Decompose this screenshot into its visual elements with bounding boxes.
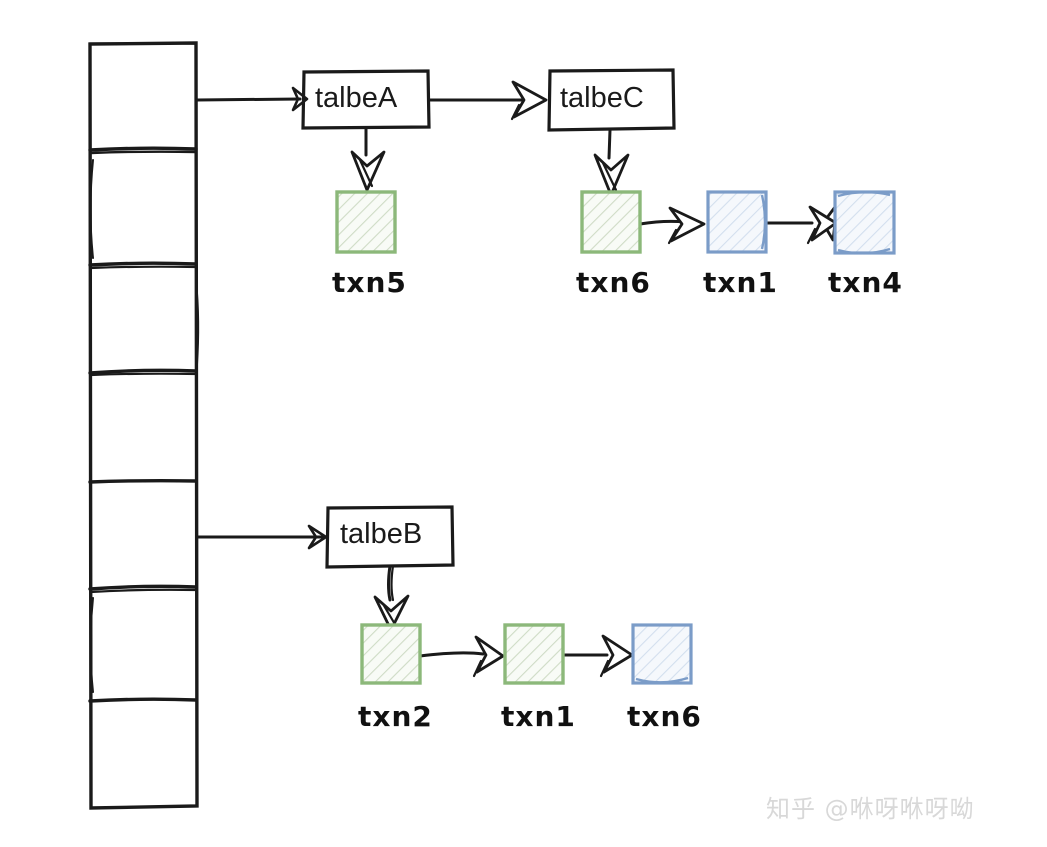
log-column — [88, 41, 200, 810]
txn-block-txn5[interactable] — [335, 190, 397, 254]
log-column-divider-1b — [89, 150, 198, 155]
log-column-divider-4 — [88, 478, 198, 484]
arrow-txn2-to-txn1-bottom — [418, 635, 505, 678]
txn-block-txn4-top[interactable] — [833, 190, 896, 255]
arrow-txn1-to-txn6-bottom — [561, 634, 634, 678]
arrow-txn6-to-txn1-top — [638, 206, 706, 245]
arrow-talbeA-to-talbeC — [427, 80, 548, 121]
log-column-divider-2 — [88, 261, 198, 267]
arrow-talbeB-to-txn2 — [373, 564, 410, 632]
table-node-talbeB[interactable] — [325, 505, 455, 569]
log-column-edge-wobble-1 — [89, 159, 94, 259]
arrow-txn1-to-txn4-top — [764, 205, 838, 245]
log-column-divider-6 — [88, 697, 198, 703]
arrow-talbeA-to-txn5 — [350, 126, 386, 192]
arrow-column-to-talbeB — [195, 524, 328, 550]
txn-block-txn2-bottom[interactable] — [360, 623, 422, 685]
txn-block-txn1-bottom[interactable] — [503, 623, 565, 685]
txn-block-txn6-top[interactable] — [580, 190, 642, 254]
table-node-talbeC[interactable] — [547, 68, 676, 132]
arrow-column-to-talbeA — [195, 86, 309, 112]
log-column-divider-5 — [88, 584, 198, 591]
table-node-talbeA[interactable] — [301, 69, 431, 130]
arrow-talbeC-to-txn6 — [593, 128, 630, 197]
log-column-divider-2b — [89, 265, 198, 270]
log-column-frame — [88, 41, 199, 810]
log-column-divider-5b — [89, 588, 198, 594]
txn-block-txn6-bottom[interactable] — [631, 623, 693, 685]
log-column-divider-1 — [88, 146, 198, 152]
txn-block-txn1-top[interactable] — [706, 190, 768, 254]
log-column-divider-3b — [89, 372, 198, 377]
log-column-divider-3 — [88, 368, 198, 375]
log-column-edge-wobble-3 — [195, 279, 200, 367]
log-column-edge-wobble-2 — [89, 597, 94, 693]
